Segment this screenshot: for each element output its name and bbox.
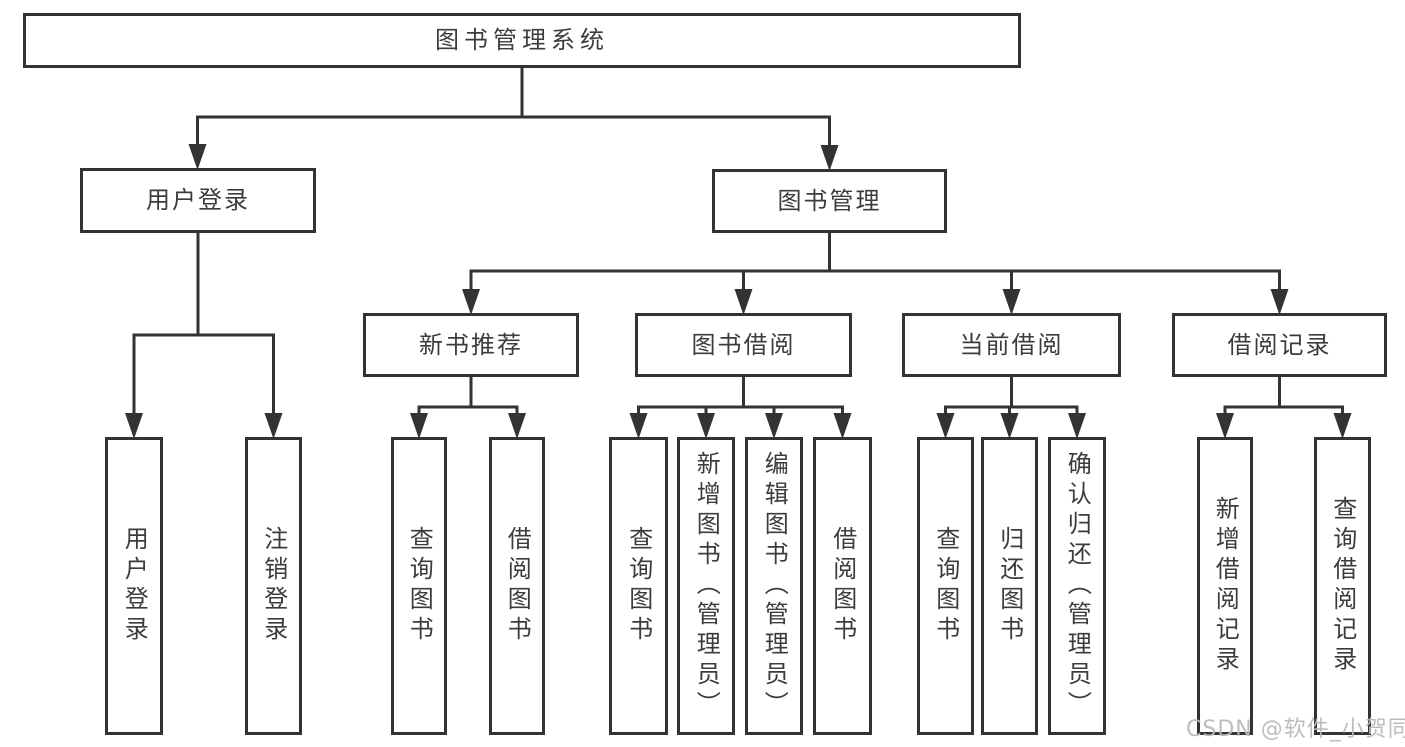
node-user-login-group-label: 用户登录 xyxy=(146,186,250,215)
node-new-book-rec-label: 新书推荐 xyxy=(419,330,523,359)
connector-root xyxy=(188,68,839,171)
node-book-borrow: 图书借阅 xyxy=(635,313,852,377)
leaf-user-login-label: 用户登录 xyxy=(120,526,149,646)
leaf-logout: 注销登录 xyxy=(245,437,302,735)
leaf-add-borrow-record: 新增借阅记录 xyxy=(1197,437,1253,735)
node-root: 图书管理系统 xyxy=(23,13,1021,68)
connector-book-borrow xyxy=(629,377,852,439)
connector-borrow-records xyxy=(1216,377,1352,439)
leaf-query-books-1-label: 查询图书 xyxy=(405,526,434,646)
leaf-user-login: 用户登录 xyxy=(105,437,163,735)
connector-book-mgmt-group xyxy=(462,233,1289,315)
leaf-query-borrow-record: 查询借阅记录 xyxy=(1314,437,1371,735)
leaf-borrow-books-1: 借阅图书 xyxy=(489,437,545,735)
connector-user-login-group xyxy=(125,233,283,439)
node-book-mgmt-group-label: 图书管理 xyxy=(777,186,882,215)
leaf-add-books-admin-label: 新增图书（管理员） xyxy=(692,451,721,721)
leaf-query-books-2-label: 查询图书 xyxy=(624,526,653,646)
node-borrow-records: 借阅记录 xyxy=(1172,313,1387,377)
leaf-borrow-books-1-label: 借阅图书 xyxy=(503,526,532,646)
leaf-add-borrow-record-label: 新增借阅记录 xyxy=(1211,496,1240,676)
leaf-query-books-1: 查询图书 xyxy=(391,437,447,735)
node-borrow-records-label: 借阅记录 xyxy=(1227,330,1332,359)
leaf-confirm-return-admin-label: 确认归还（管理员） xyxy=(1063,451,1092,721)
leaf-add-books-admin: 新增图书（管理员） xyxy=(677,437,735,735)
leaf-query-books-3: 查询图书 xyxy=(917,437,974,735)
node-new-book-rec: 新书推荐 xyxy=(363,313,579,377)
leaf-borrow-books-2: 借阅图书 xyxy=(813,437,872,735)
leaf-edit-books-admin: 编辑图书（管理员） xyxy=(745,437,803,735)
node-book-mgmt-group: 图书管理 xyxy=(712,169,947,233)
leaf-logout-label: 注销登录 xyxy=(259,526,288,646)
node-user-login-group: 用户登录 xyxy=(80,168,316,233)
leaf-query-books-2: 查询图书 xyxy=(609,437,668,735)
leaf-return-books-label: 归还图书 xyxy=(995,526,1024,646)
leaf-confirm-return-admin: 确认归还（管理员） xyxy=(1048,437,1106,735)
node-book-borrow-label: 图书借阅 xyxy=(691,330,796,359)
leaf-borrow-books-2-label: 借阅图书 xyxy=(828,526,857,646)
node-current-borrow: 当前借阅 xyxy=(902,313,1121,377)
connector-current-borrow xyxy=(936,377,1086,439)
connector-new-book-rec xyxy=(410,377,526,439)
leaf-return-books: 归还图书 xyxy=(981,437,1038,735)
watermark: CSDN @软件_小贺同学 xyxy=(1186,717,1405,742)
leaf-query-books-3-label: 查询图书 xyxy=(931,526,960,646)
leaf-query-borrow-record-label: 查询借阅记录 xyxy=(1328,496,1357,676)
leaf-edit-books-admin-label: 编辑图书（管理员） xyxy=(760,451,789,721)
node-current-borrow-label: 当前借阅 xyxy=(959,330,1064,359)
node-root-label: 图书管理系统 xyxy=(435,26,609,55)
